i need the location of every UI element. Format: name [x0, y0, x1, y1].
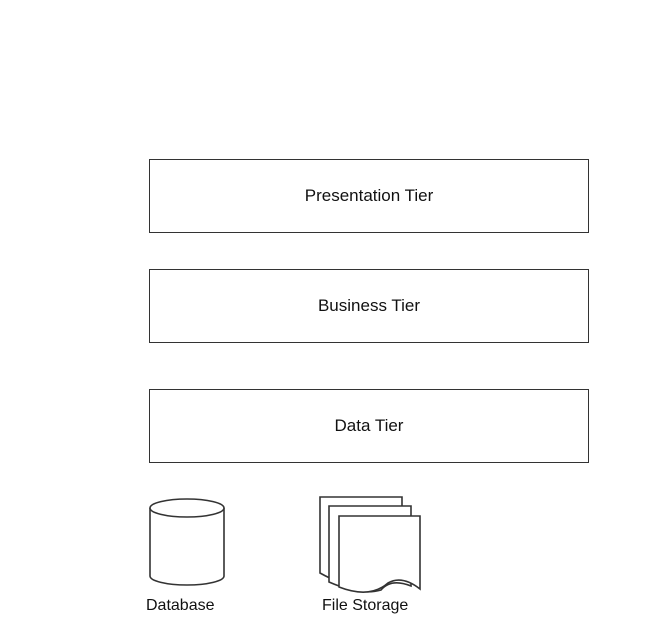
- data-tier-box: Data Tier: [149, 389, 589, 463]
- presentation-tier-label: Presentation Tier: [304, 186, 434, 205]
- business-tier-box: Business Tier: [149, 269, 589, 343]
- business-tier-label: Business Tier: [317, 296, 421, 315]
- data-tier-label: Data Tier: [334, 416, 404, 435]
- database-icon: [149, 498, 225, 586]
- presentation-tier-box: Presentation Tier: [149, 159, 589, 233]
- database-caption: Database: [146, 597, 215, 614]
- file-storage-caption: File Storage: [322, 597, 409, 614]
- file-storage-icon: [319, 496, 421, 593]
